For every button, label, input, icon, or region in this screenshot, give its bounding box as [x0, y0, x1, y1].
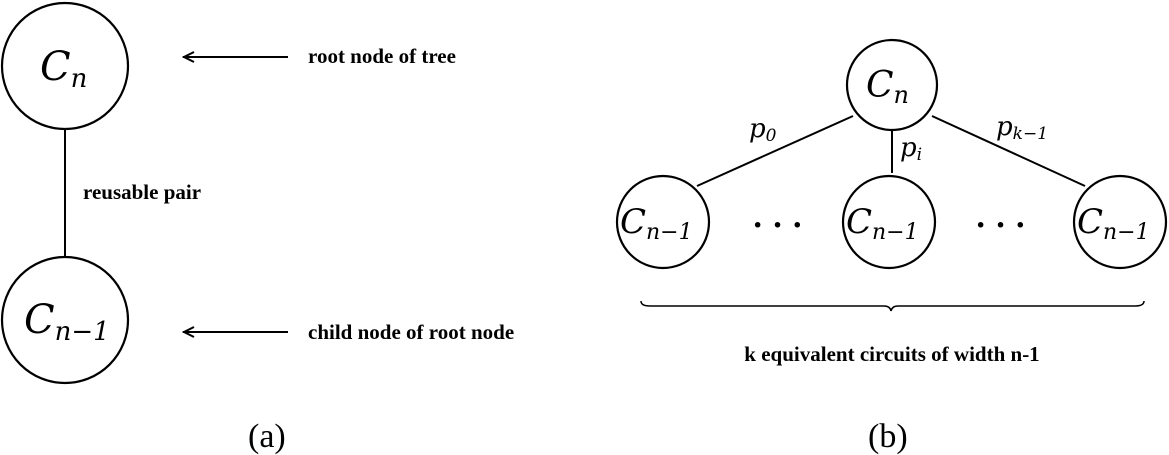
child-node-sub: n−1	[646, 220, 693, 245]
root-node-base: C	[40, 44, 71, 90]
root-node-circle	[0, 1, 130, 131]
root-node-sub: n	[71, 64, 88, 94]
child-annotation: child node of root node	[308, 320, 514, 344]
child-node-b-i: Cn−1	[841, 174, 937, 270]
svg-text:pk−1: pk−1	[996, 112, 1048, 144]
child-node-circle	[1072, 174, 1168, 270]
ellipsis-right: · · ·	[975, 207, 1026, 244]
svg-text:Cn−1: Cn−1	[1077, 202, 1150, 245]
child-node-b-0: Cn−1	[615, 174, 711, 270]
brace-label: k equivalent circuits of width n-1	[744, 342, 1039, 366]
svg-text:Cn: Cn	[866, 65, 909, 109]
root-node-base: C	[866, 65, 894, 106]
edge-label-sub: 0	[766, 126, 777, 146]
edge-label-base: p	[996, 112, 1013, 142]
edge-pk-1	[931, 115, 1086, 187]
panel-b: Cn Cn−1 Cn−1 Cn−1 p0 pi	[615, 38, 1168, 455]
root-annotation: root node of tree	[308, 44, 456, 68]
svg-text:Cn: Cn	[40, 44, 87, 94]
child-node-base: C	[846, 202, 872, 242]
edge-label-base: p	[900, 133, 917, 163]
child-node-circle	[615, 174, 711, 270]
edge-label-base: p	[749, 114, 766, 144]
svg-text:pi: pi	[900, 133, 922, 165]
child-node-a: Cn−1	[0, 255, 130, 385]
reusable-pair-label: reusable pair	[83, 180, 201, 204]
panel-a: Cn Cn−1 reusable pair root node of tree …	[0, 1, 514, 455]
caption-b: (b)	[868, 418, 908, 455]
child-node-sub: n−1	[1103, 220, 1150, 245]
root-node-b: Cn	[845, 38, 939, 132]
svg-text:Cn−1: Cn−1	[846, 202, 919, 245]
svg-text:Cn−1: Cn−1	[24, 297, 110, 347]
caption-a: (a)	[248, 418, 286, 455]
svg-text:Cn−1: Cn−1	[620, 202, 693, 245]
edge-p0	[696, 115, 854, 187]
svg-text:p0: p0	[749, 114, 777, 146]
root-node-sub: n	[894, 81, 909, 109]
child-node-base: C	[24, 297, 55, 343]
ellipsis-left: · · ·	[752, 207, 803, 244]
child-node-sub: n−1	[872, 220, 919, 245]
curly-brace	[640, 300, 1145, 312]
child-node-circle	[841, 174, 937, 270]
edge-label-sub: k−1	[1013, 124, 1048, 144]
root-node-circle	[845, 38, 939, 132]
edge-label-sub: i	[917, 145, 922, 165]
child-node-b-k: Cn−1	[1072, 174, 1168, 270]
root-node-a: Cn	[0, 1, 130, 131]
child-node-sub: n−1	[55, 317, 110, 347]
child-node-base: C	[620, 202, 646, 242]
child-node-base: C	[1077, 202, 1103, 242]
child-node-circle	[0, 255, 130, 385]
